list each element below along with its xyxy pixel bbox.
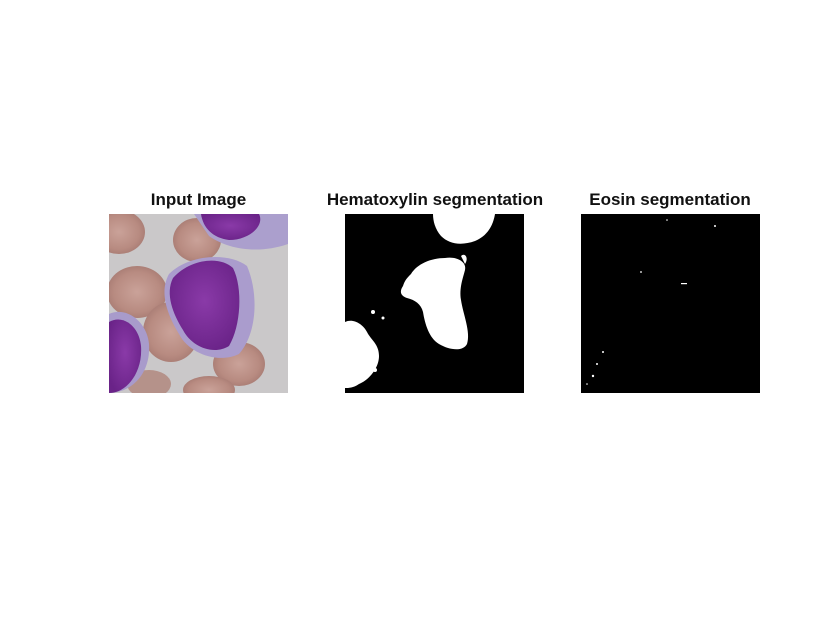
eosin-mask: [581, 214, 760, 393]
input-image: [109, 214, 288, 393]
hematoxylin-mask: [345, 214, 524, 393]
eosin-title: Eosin segmentation: [589, 190, 751, 209]
hematoxylin-title: Hematoxylin segmentation: [326, 190, 544, 209]
input-image-title: Input Image: [150, 190, 247, 209]
